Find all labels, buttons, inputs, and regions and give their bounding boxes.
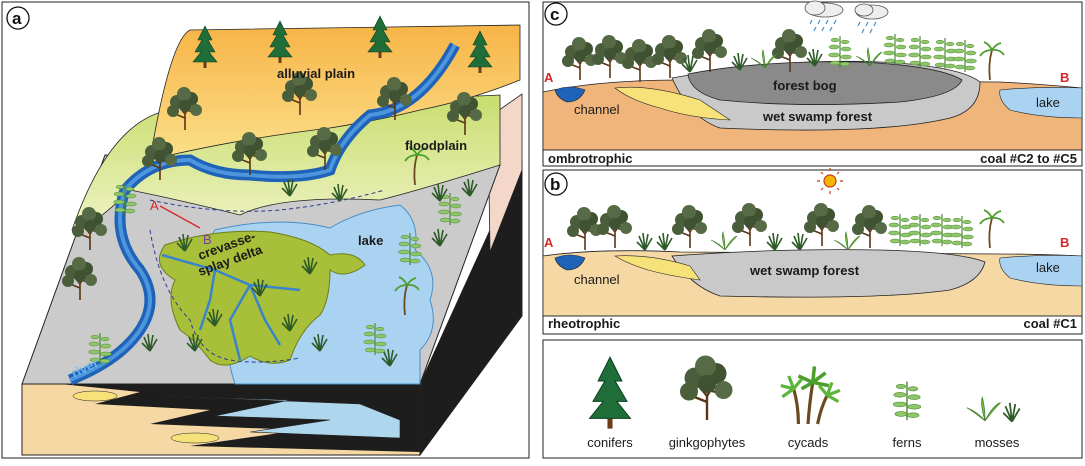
fern-icon (931, 214, 954, 246)
legend-item-cycads: cycads (781, 366, 840, 450)
legend-label: conifers (587, 435, 633, 450)
channel-label: channel (574, 272, 620, 287)
legend-item-conifers: conifers (587, 357, 633, 450)
panel-a: A B alluvial (2, 2, 529, 458)
legend-label: mosses (975, 435, 1020, 450)
moss-icon (834, 232, 860, 250)
moss-icon (792, 233, 807, 250)
regime-label: rheotrophic (548, 316, 620, 331)
regime-label: ombrotrophic (548, 151, 633, 166)
legend-label: ginkgophytes (669, 435, 746, 450)
cycad-icon (781, 366, 840, 424)
point-a-label: A (150, 198, 159, 213)
legend-label: ferns (893, 435, 922, 450)
coal-label: coal #C1 (1024, 316, 1077, 331)
legend-item-ginkgophytes: ginkgophytes (669, 356, 746, 451)
lake-label: lake (358, 233, 383, 248)
legend-item-ferns: ferns (893, 382, 922, 450)
fern-icon (951, 216, 974, 248)
forest-bog-label: forest bog (773, 78, 837, 93)
panel-a-letter: a (12, 9, 22, 28)
fern-icon (909, 36, 932, 68)
floodplain-label: floodplain (405, 138, 467, 153)
fern-icon (829, 36, 852, 68)
legend-label: cycads (788, 435, 829, 450)
sand-lens (73, 391, 117, 401)
ginkgophyte-icon (622, 39, 657, 82)
fern-icon (893, 382, 921, 420)
channel-label: channel (574, 102, 620, 117)
point-a-label: A (544, 235, 554, 250)
cycad-icon (980, 42, 1004, 80)
ginkgophyte-icon (804, 203, 839, 246)
ginkgophyte-icon (680, 356, 733, 421)
fern-icon (954, 40, 977, 72)
cycad-icon (980, 210, 1004, 248)
fern-icon (884, 34, 907, 66)
panel-b: wet swamp forest channel lake A B rheotr… (543, 168, 1082, 334)
moss-icon (657, 233, 672, 250)
fern-icon (934, 38, 957, 70)
moss-icon (767, 233, 782, 250)
rain-cloud-icon (805, 1, 888, 33)
ginkgophyte-icon (652, 35, 687, 78)
sand-lens (171, 433, 219, 443)
point-b-label: B (1060, 235, 1069, 250)
panel-c-letter: c (550, 5, 559, 24)
wet-swamp-forest-label: wet swamp forest (762, 109, 873, 124)
sun-icon (817, 168, 843, 194)
fern-icon (889, 214, 912, 246)
legend: conifers ginkgophytes cycads ferns mosse… (543, 340, 1082, 458)
point-a-label: A (544, 70, 554, 85)
conifer-icon (590, 357, 631, 428)
ginkgophyte-icon (852, 205, 887, 248)
moss-icon (637, 233, 652, 250)
ginkgophyte-icon (592, 35, 627, 78)
lake-label: lake (1036, 260, 1060, 275)
moss-icon (1003, 403, 1020, 422)
lake-label: lake (1036, 95, 1060, 110)
ginkgophyte-icon (562, 37, 597, 80)
moss-icon (967, 397, 1001, 420)
panel-c: forest bog wet swamp forest channel lake… (543, 1, 1082, 166)
legend-item-mosses: mosses (967, 397, 1020, 450)
ginkgophyte-icon (567, 207, 602, 250)
point-b-label: B (1060, 70, 1069, 85)
ginkgophyte-icon (732, 203, 767, 246)
panel-b-letter: b (550, 175, 560, 194)
wet-swamp-forest-label: wet swamp forest (749, 263, 860, 278)
alluvial-plain-label: alluvial plain (277, 66, 355, 81)
ginkgophyte-icon (597, 205, 632, 248)
coal-label: coal #C2 to #C5 (980, 151, 1077, 166)
ginkgophyte-icon (692, 29, 727, 72)
fern-icon (909, 214, 932, 246)
ginkgophyte-icon (672, 205, 707, 248)
moss-icon (711, 232, 737, 250)
